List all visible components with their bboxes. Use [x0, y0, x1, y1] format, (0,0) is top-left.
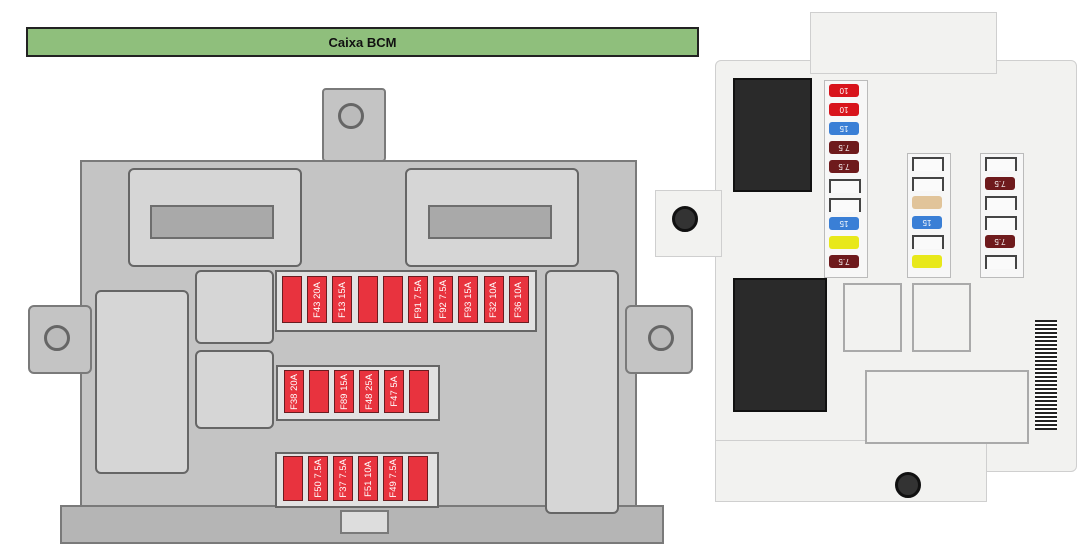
photo-bolt-bottom [895, 472, 921, 498]
fuse-label: F37 7.5A [337, 459, 349, 498]
photo-empty-fuse-slot [912, 235, 944, 249]
connector-slot-top-right [428, 205, 552, 239]
fuse: F93 15A [458, 276, 479, 323]
photo-fuse: 7.5 [985, 235, 1015, 248]
fuse [408, 456, 428, 501]
photo-barcode-label [1035, 320, 1057, 430]
connector-left-side [95, 290, 189, 474]
fuse [309, 370, 329, 413]
fuse-label: F92 7.5A [437, 280, 449, 319]
photo-fuse [912, 254, 942, 268]
photo-fuse [912, 196, 942, 209]
fuse-label: F93 15A [462, 281, 474, 318]
fuse: F49 7.5A [383, 456, 403, 501]
photo-relay-socket-2 [912, 283, 971, 352]
fuse [282, 276, 302, 323]
fuse-label: F51 10A [362, 460, 374, 497]
photo-top-rail [810, 12, 997, 74]
fuse-label: F48 25A [363, 373, 375, 410]
fuse-label: F38 20A [288, 373, 300, 410]
bolt-left [44, 325, 70, 351]
photo-fuse: 10 [829, 84, 859, 97]
photo-fuse: 15 [912, 215, 942, 229]
photo-connector-top [733, 78, 812, 192]
fuse: F48 25A [359, 370, 379, 413]
fuse: F43 20A [307, 276, 328, 323]
photo-empty-fuse-slot [912, 157, 944, 171]
mounting-tab-top [322, 88, 386, 162]
photo-fuse: 15 [829, 122, 859, 135]
fuse-label: F50 7.5A [312, 459, 324, 498]
fuse: F50 7.5A [308, 456, 328, 501]
photo-fuse: 15 [829, 217, 859, 230]
photo-connector-lower-right [865, 370, 1029, 444]
fuse: F92 7.5A [433, 276, 454, 323]
fuse-label: F47 5A [388, 376, 400, 407]
section-title-bar: Caixa BCM [26, 27, 699, 57]
photo-relay-socket-1 [843, 283, 902, 352]
photo-empty-fuse-slot [985, 254, 1017, 269]
photo-empty-fuse-slot [985, 196, 1017, 210]
fuse: F36 10A [508, 276, 529, 323]
photo-fuse: 7.5 [829, 160, 859, 173]
title-text: Caixa BCM [328, 34, 397, 50]
connector-slot-top-left [150, 205, 274, 239]
photo-bottom [715, 440, 987, 502]
relay-socket-upper [195, 270, 274, 344]
photo-fuse: 10 [829, 103, 859, 116]
fuse-label: F13 15A [336, 281, 348, 318]
fuse-label: F32 10A [488, 281, 500, 318]
photo-empty-fuse-slot [985, 215, 1017, 230]
bolt-right [648, 325, 674, 351]
fuse-label: F91 7.5A [412, 280, 424, 319]
bottom-latch [340, 510, 389, 534]
fuse [382, 276, 403, 323]
fuse: F13 15A [332, 276, 353, 323]
fuse: F91 7.5A [408, 276, 428, 323]
connector-right-side [545, 270, 619, 514]
fuse-label: F49 7.5A [387, 459, 399, 498]
fuse: F38 20A [284, 370, 304, 413]
fuse [409, 370, 429, 413]
photo-fuse: 7.5 [829, 255, 859, 268]
photo-fuse: 7.5 [829, 141, 859, 154]
relay-socket-lower [195, 350, 274, 429]
fuse: F32 10A [483, 276, 504, 323]
photo-empty-fuse-slot [829, 179, 861, 193]
fuse [357, 276, 378, 323]
fuse: F47 5A [384, 370, 404, 413]
photo-empty-fuse-slot [912, 176, 944, 191]
photo-bolt-left [672, 206, 698, 232]
photo-fuse [829, 236, 859, 249]
fuse-label: F43 20A [311, 281, 323, 318]
photo-empty-fuse-slot [985, 157, 1017, 171]
fuse-label: F36 10A [513, 281, 525, 318]
fuse [283, 456, 303, 501]
photo-connector-bottom [733, 278, 827, 412]
fuse: F37 7.5A [333, 456, 353, 501]
photo-empty-fuse-slot [829, 198, 861, 212]
fuse: F51 10A [358, 456, 378, 501]
fuse: F89 15A [334, 370, 354, 413]
fuse-label: F89 15A [338, 373, 350, 410]
bolt-top [338, 103, 364, 129]
photo-fuse: 7.5 [985, 176, 1015, 190]
